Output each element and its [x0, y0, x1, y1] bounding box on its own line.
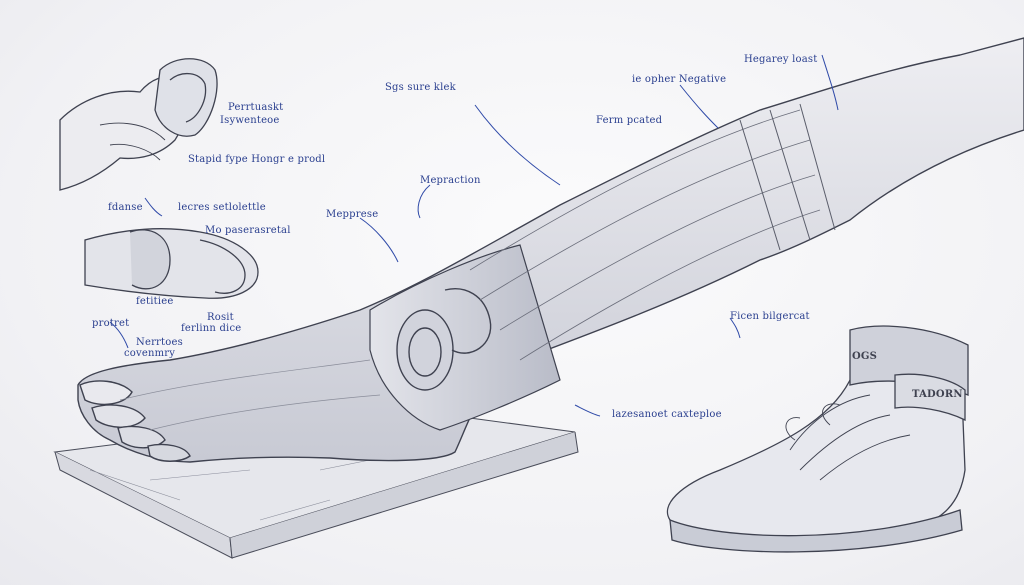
label-lazasanoet: lazesanoet caxteploe	[612, 409, 722, 420]
label-perrtuaskt: Perrtuaskt	[228, 102, 284, 113]
label-ficen-bilgercat: Ficen bilgercat	[730, 311, 810, 322]
label-lecres-sectlette: lecres setlolettle	[178, 202, 266, 213]
hand-illustration	[59, 58, 218, 191]
shoe-tag-1: OGS	[852, 351, 878, 362]
label-fetitiee: fetitiee	[136, 296, 174, 307]
label-nerrtoes: Nerrtoes	[136, 337, 183, 348]
label-opher-negative: ie opher Negative	[632, 74, 727, 85]
annotation-leaders	[109, 54, 839, 417]
label-mo-pasesretal: Mo paserasretal	[205, 225, 291, 236]
label-mepraction: Mepraction	[420, 175, 481, 186]
label-covenmiry: covenmry	[124, 348, 176, 359]
brace-piece	[84, 228, 259, 299]
shoe-illustration	[666, 325, 969, 553]
label-rosit: Rosit	[207, 312, 234, 323]
label-ferm-posted: Ferm pcated	[596, 115, 663, 126]
leg-foot	[77, 37, 1024, 463]
label-mepresse: Mepprese	[326, 209, 379, 220]
label-sgs-sure-klek: Sgs sure klek	[385, 82, 456, 93]
shoe-tag-2: TADORN	[912, 389, 963, 400]
label-remlin-dice: ferlinn dice	[181, 323, 242, 334]
label-fdanse: fdanse	[108, 202, 143, 213]
label-hegarey-loast: Hegarey loast	[744, 54, 818, 65]
label-tywenteoe: Isywenteoe	[220, 115, 280, 126]
label-protret: protret	[92, 318, 130, 329]
label-stapid-type: Stapid fype Hongr e prodl	[188, 154, 326, 165]
